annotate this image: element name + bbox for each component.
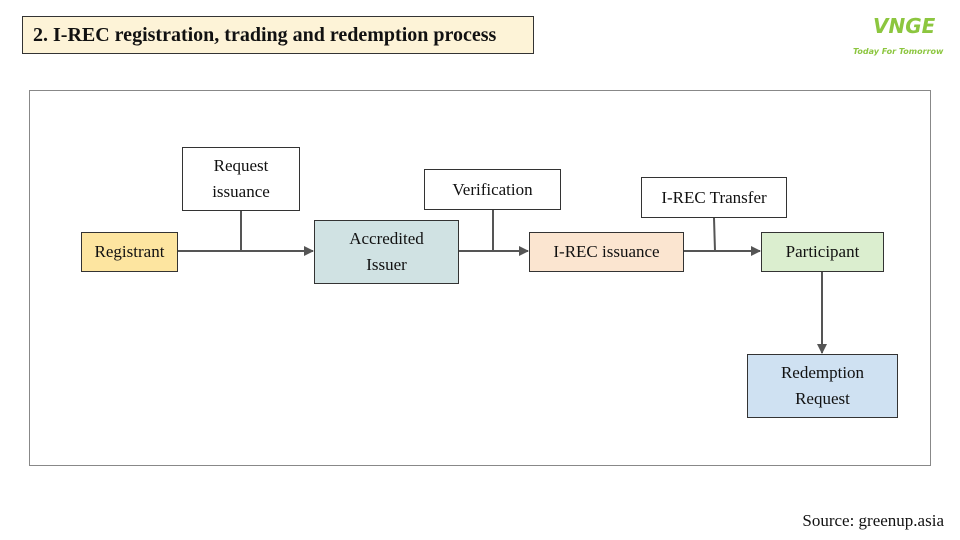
node-registrant: Registrant: [81, 232, 178, 272]
node-participant: Participant: [761, 232, 884, 272]
page-title: 2. I-REC registration, trading and redem…: [22, 16, 534, 54]
connector-irec-transfer: [713, 217, 716, 252]
vnge-logo: VNGE Today For Tomorrow: [845, 12, 950, 62]
logo-tagline: Today For Tomorrow: [853, 47, 944, 56]
logo-mark: VNGE: [873, 14, 936, 38]
source-credit: Source: greenup.asia: [802, 511, 944, 530]
node-request-issuance: Request issuance: [182, 147, 300, 211]
node-accredited-issuer: Accredited Issuer: [314, 220, 459, 284]
node-irec-issuance: I-REC issuance: [529, 232, 684, 272]
node-verification: Verification: [424, 169, 561, 210]
node-redemption-request: Redemption Request: [747, 354, 898, 418]
node-irec-transfer: I-REC Transfer: [641, 177, 787, 218]
diagram-frame: [29, 90, 931, 466]
